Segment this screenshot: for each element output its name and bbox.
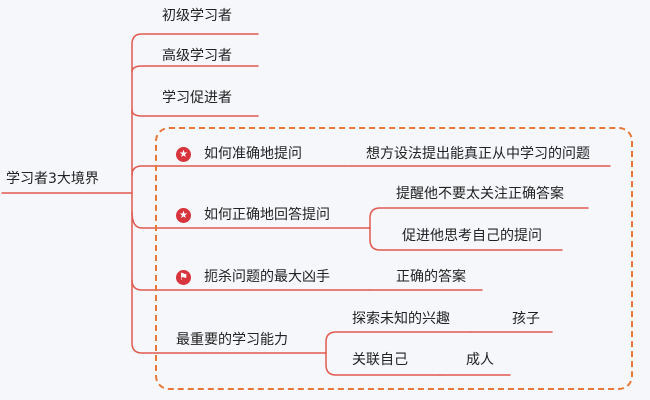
connector-t4-trunk <box>325 331 471 354</box>
topic-4-child-1: 探索未知的兴趣 <box>352 311 450 327</box>
star-icon: ★ <box>176 147 191 162</box>
level-node-1: 初级学习者 <box>162 8 232 24</box>
connector-topic-1 <box>131 165 353 176</box>
group-boundary <box>155 127 633 390</box>
connector-t2-trunk <box>369 207 589 229</box>
topic-2-child-2: 促进他思考自己的提问 <box>402 228 542 244</box>
topic-4-child-2-leaf: 成人 <box>466 352 494 368</box>
topic-node-2: 如何正确地回答提问 <box>204 207 330 223</box>
connector-topic-2 <box>131 211 371 229</box>
root-node: 学习者3大境界 <box>6 171 99 187</box>
topic-node-4: 最重要的学习能力 <box>176 332 288 348</box>
connector-level-1 <box>131 33 259 194</box>
topic-4-child-2: 关联自己 <box>352 352 408 368</box>
connector-level-2 <box>131 65 259 73</box>
star-icon: ★ <box>176 208 191 223</box>
topic-1-child-1: 想方设法提出能真正从中学习的问题 <box>366 146 590 162</box>
connector-t4-c2 <box>325 352 441 376</box>
topic-4-child-1-leaf: 孩子 <box>512 311 540 327</box>
topic-node-3: 扼杀问题的最大凶手 <box>204 269 330 285</box>
topic-3-child-1: 正确的答案 <box>396 269 466 285</box>
flag-icon: ⚑ <box>176 270 191 285</box>
connector-level-3 <box>131 109 259 117</box>
connector-topic-3 <box>131 279 371 291</box>
topic-node-1: 如何准确地提问 <box>204 146 302 162</box>
level-node-2: 高级学习者 <box>162 48 232 64</box>
connector-t2-c2 <box>369 227 563 251</box>
level-node-3: 学习促进者 <box>162 90 232 106</box>
topic-2-child-1: 提醒他不要太关注正确答案 <box>396 186 564 202</box>
connector-trunk-lower <box>131 192 159 354</box>
